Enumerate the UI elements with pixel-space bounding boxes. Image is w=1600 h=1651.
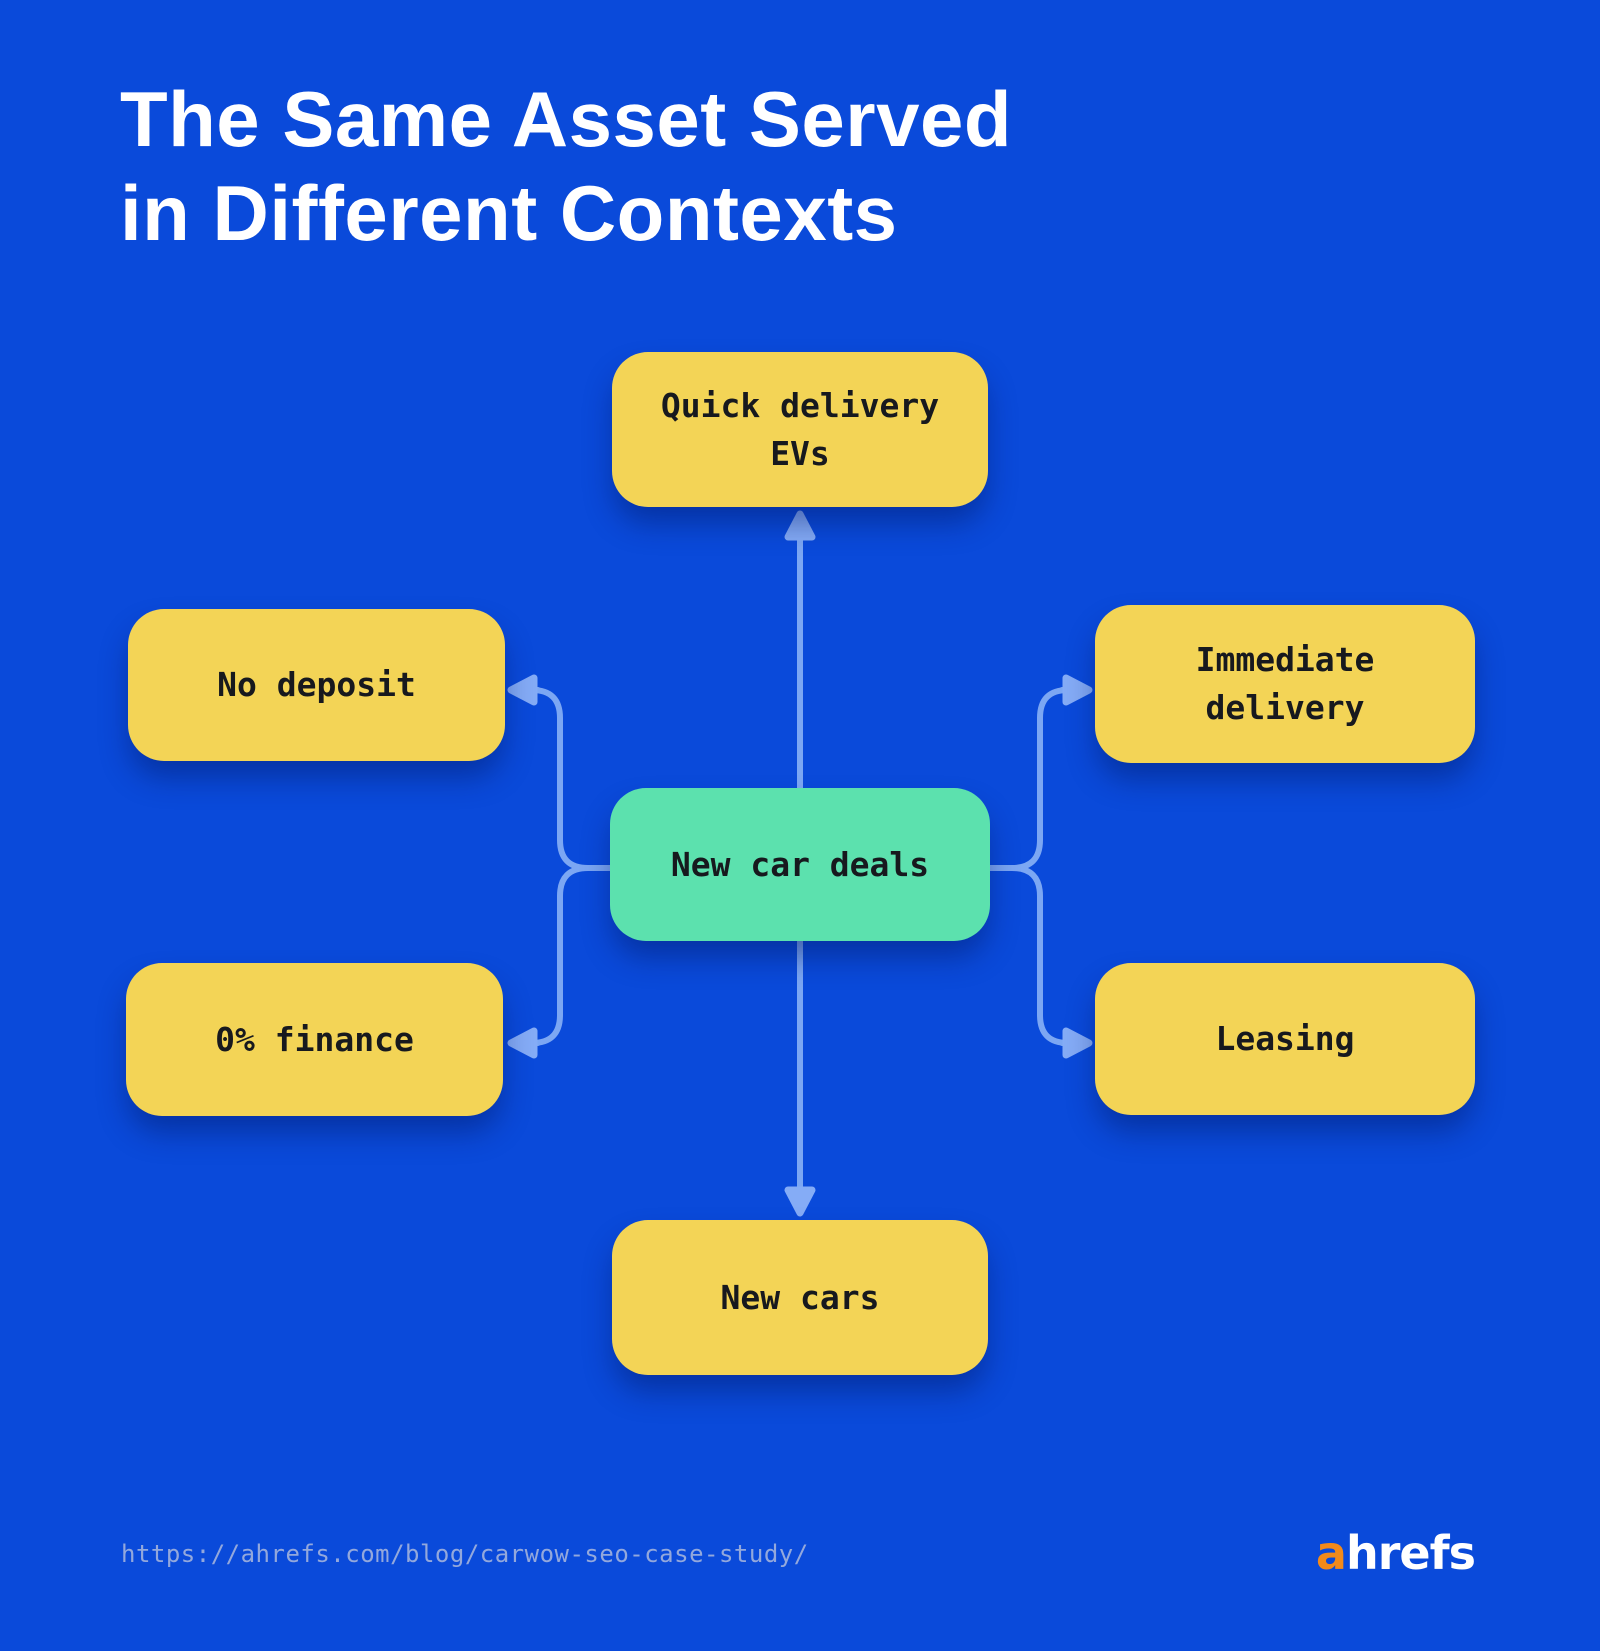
ahrefs-logo-a: a	[1315, 1526, 1347, 1580]
node-label: New cars	[720, 1277, 880, 1317]
node-label: Leasing	[1215, 1019, 1355, 1059]
connector-center-to-right-bottom	[983, 865, 1071, 1046]
arrow-right-icon	[1062, 1027, 1093, 1059]
node-leasing: Leasing	[1095, 963, 1475, 1115]
node-label: No deposit	[217, 665, 416, 705]
ahrefs-logo: ahrefs	[1315, 1526, 1476, 1580]
arrow-up-icon	[784, 510, 816, 541]
connector-center-to-right-top	[983, 687, 1071, 871]
node-new-cars: New cars	[612, 1220, 988, 1375]
arrow-left-icon	[507, 674, 538, 706]
connector-center-to-left-bottom	[529, 865, 617, 1046]
arrow-right-icon	[1062, 674, 1093, 706]
page-title-line-2: in Different Contexts	[120, 169, 898, 258]
page-title: The Same Asset Served in Different Conte…	[120, 72, 1012, 261]
node-label: New car deals	[670, 844, 930, 884]
node-label: Quick delivery EVs	[660, 385, 940, 473]
node-no-deposit: No deposit	[128, 609, 505, 761]
connector-center-to-left-top	[529, 687, 617, 871]
node-quick-delivery-evs: Quick delivery EVs	[612, 352, 988, 507]
page-title-line-1: The Same Asset Served	[120, 75, 1013, 163]
arrow-left-icon	[507, 1027, 538, 1059]
arrow-down-icon	[784, 1186, 816, 1217]
source-url: https://ahrefs.com/blog/carwow-seo-case-…	[121, 1540, 809, 1568]
node-new-car-deals: New car deals	[610, 788, 990, 941]
node-label: 0% finance	[215, 1019, 414, 1059]
node-zero-percent-finance: 0% finance	[126, 963, 503, 1116]
node-immediate-delivery: Immediate delivery	[1095, 605, 1475, 763]
node-label: Immediate delivery	[1195, 640, 1375, 727]
ahrefs-logo-rest: hrefs	[1345, 1526, 1476, 1580]
